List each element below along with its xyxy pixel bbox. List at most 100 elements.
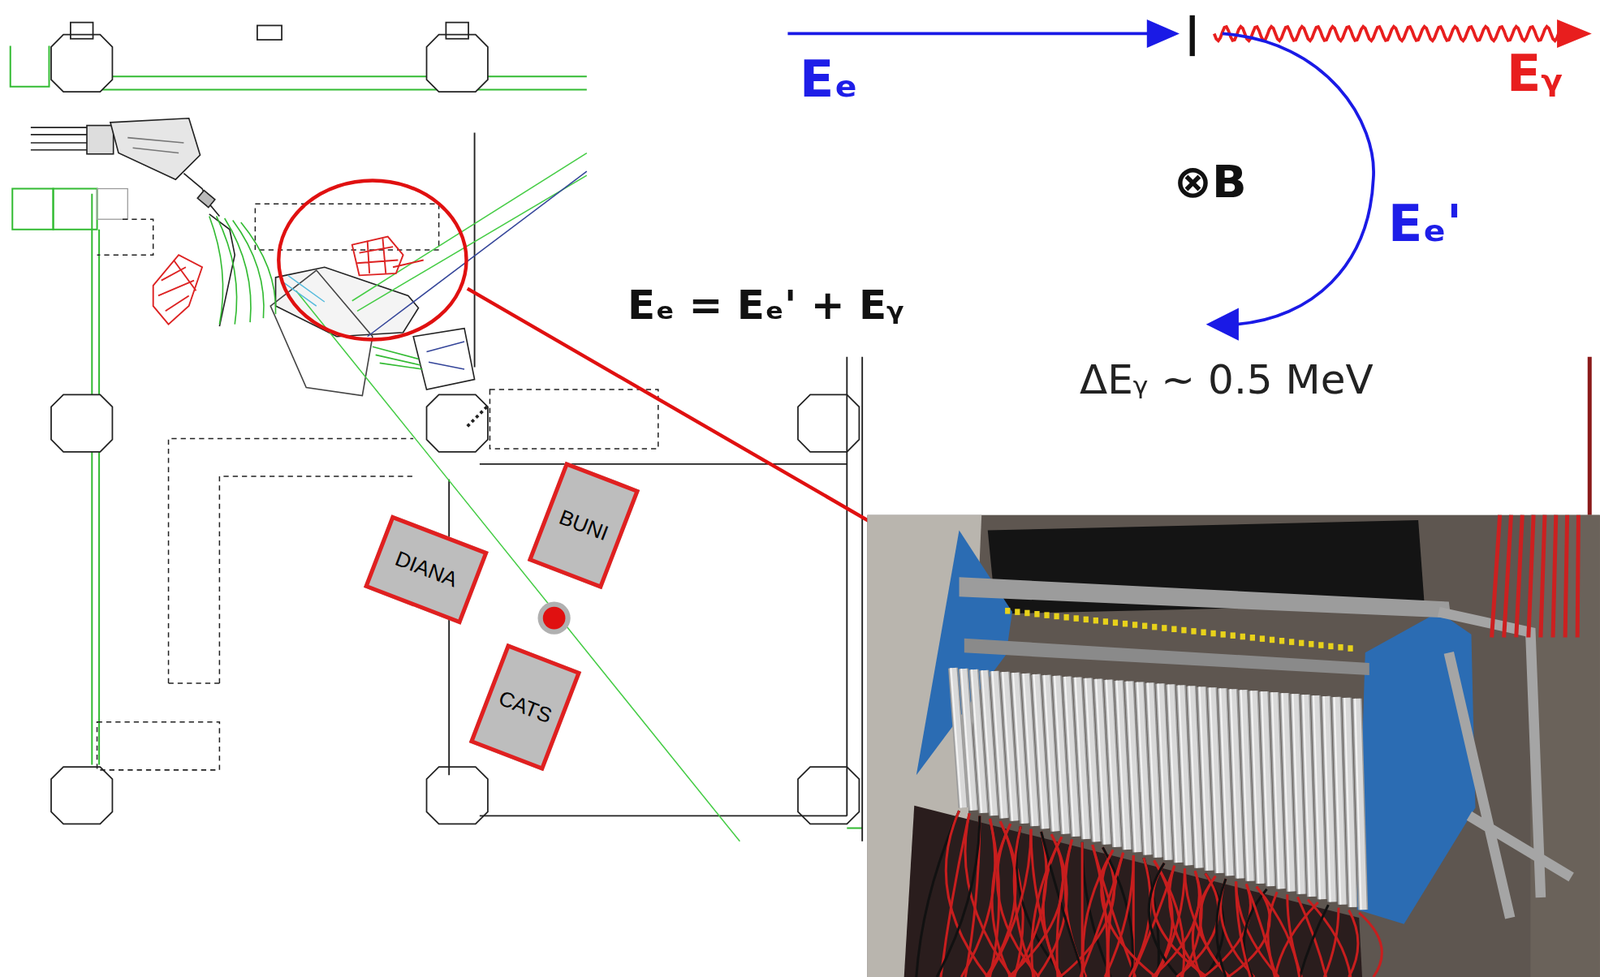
detector-photo	[961, 668, 971, 811]
detector-photo	[1492, 515, 1579, 639]
detector-photo	[1034, 674, 1044, 829]
detector-photo	[1357, 612, 1476, 925]
detector-photo	[1034, 611, 1040, 618]
beamline	[197, 190, 216, 208]
target	[543, 607, 566, 630]
formula-label: ⊗B	[1173, 155, 1247, 208]
detector-photo	[1337, 644, 1343, 652]
dashed-outline	[168, 682, 220, 685]
hall-wall	[479, 815, 847, 817]
detector-photo	[1261, 691, 1271, 887]
hall-wall-green	[12, 189, 53, 230]
detector-photo	[1504, 515, 1512, 639]
detector-photo	[1014, 608, 1020, 616]
dotted-mark	[467, 405, 488, 427]
formula-label: Eᵧ	[1506, 44, 1563, 103]
beam-path	[352, 153, 587, 302]
detector-photo	[866, 515, 1600, 977]
detector-photo	[1282, 693, 1290, 892]
pillar	[51, 394, 113, 452]
detector-photo	[971, 669, 982, 814]
detector-photo	[1565, 515, 1568, 639]
beamline	[110, 118, 201, 180]
detector-photo	[1334, 697, 1342, 906]
detector-photo	[991, 823, 1011, 977]
dashed-outline	[97, 219, 154, 255]
hall-wall	[845, 357, 848, 817]
detector-photo	[1289, 638, 1294, 646]
detector-photo	[1236, 881, 1280, 977]
detector-photo	[1189, 685, 1199, 868]
beamline	[86, 125, 114, 155]
detector-photo	[1528, 515, 1534, 639]
pillar	[426, 767, 488, 824]
detector-photo	[1116, 681, 1126, 850]
detector-photo	[1085, 678, 1095, 843]
detector-photo	[1178, 685, 1187, 866]
experiment-box: CATS	[469, 643, 582, 772]
detector-photo	[1073, 615, 1079, 622]
detector-photo	[1577, 515, 1579, 639]
detector-photo	[1259, 635, 1265, 643]
detector-photo	[1272, 692, 1280, 889]
formula-text: Eₑ = Eₑ' + Eᵧ	[627, 281, 905, 329]
detector-photo	[1236, 881, 1251, 977]
detector-photo	[1095, 679, 1105, 846]
detector-photo	[1064, 614, 1070, 622]
detector-photo	[1065, 840, 1087, 977]
detector-drawing	[357, 238, 424, 274]
detector-photo	[1210, 687, 1221, 874]
detector-photo	[1210, 687, 1218, 874]
detector-photo	[1171, 625, 1177, 633]
detector-photo	[1178, 685, 1189, 866]
detector-photo	[1203, 884, 1251, 977]
detector-photo	[1093, 617, 1099, 625]
photon-wave	[1214, 26, 1560, 41]
detector-photo	[1308, 641, 1314, 648]
detector-photo	[1282, 693, 1292, 892]
detector-photo	[1083, 616, 1089, 624]
detector-photo	[1092, 845, 1136, 977]
detector-photo	[1112, 620, 1118, 627]
photon-arrowhead	[1556, 19, 1592, 48]
tagger-magnet-fan	[224, 218, 251, 323]
detector-photo	[1043, 675, 1053, 832]
beamline	[413, 328, 475, 390]
detector-photo	[965, 813, 1013, 977]
pillar	[51, 34, 859, 825]
detector-photo	[1256, 887, 1300, 977]
detector-photo	[1250, 634, 1255, 642]
detector-photo	[1241, 690, 1249, 881]
pillar-cap	[445, 22, 469, 39]
pillar-cap	[70, 22, 94, 39]
detector-photo	[1354, 698, 1363, 910]
detector-photo	[985, 821, 1016, 977]
hall-wall-green	[102, 89, 587, 91]
detector-photo	[1438, 612, 1571, 919]
electron-arrowhead	[1147, 19, 1180, 48]
formula-label: Eₑ = Eₑ' + Eᵧ	[627, 282, 905, 330]
beam-path	[367, 171, 587, 337]
detector-photo	[951, 668, 962, 808]
detector-photo	[1129, 858, 1151, 977]
detector-photo	[1313, 695, 1323, 900]
detector-photo	[1008, 834, 1063, 977]
detector-photo	[1344, 698, 1353, 908]
detector-photo	[1272, 692, 1281, 889]
detector-photo	[1002, 672, 1013, 821]
detector-photo	[1104, 855, 1134, 977]
detector-photo	[1323, 696, 1333, 902]
hall-wall-green	[98, 229, 100, 766]
pillar-cap	[257, 25, 282, 40]
detector-photo	[1328, 643, 1333, 651]
detector-photo	[1220, 631, 1226, 639]
radiator	[1190, 15, 1195, 57]
detector-photo	[1240, 633, 1246, 641]
detector-photo	[1151, 624, 1157, 631]
hall-wall-green	[90, 194, 93, 766]
detector-photo	[964, 638, 1370, 676]
detector-photo	[1041, 832, 1085, 977]
pillar-cap	[70, 22, 469, 40]
beamline	[183, 173, 220, 217]
